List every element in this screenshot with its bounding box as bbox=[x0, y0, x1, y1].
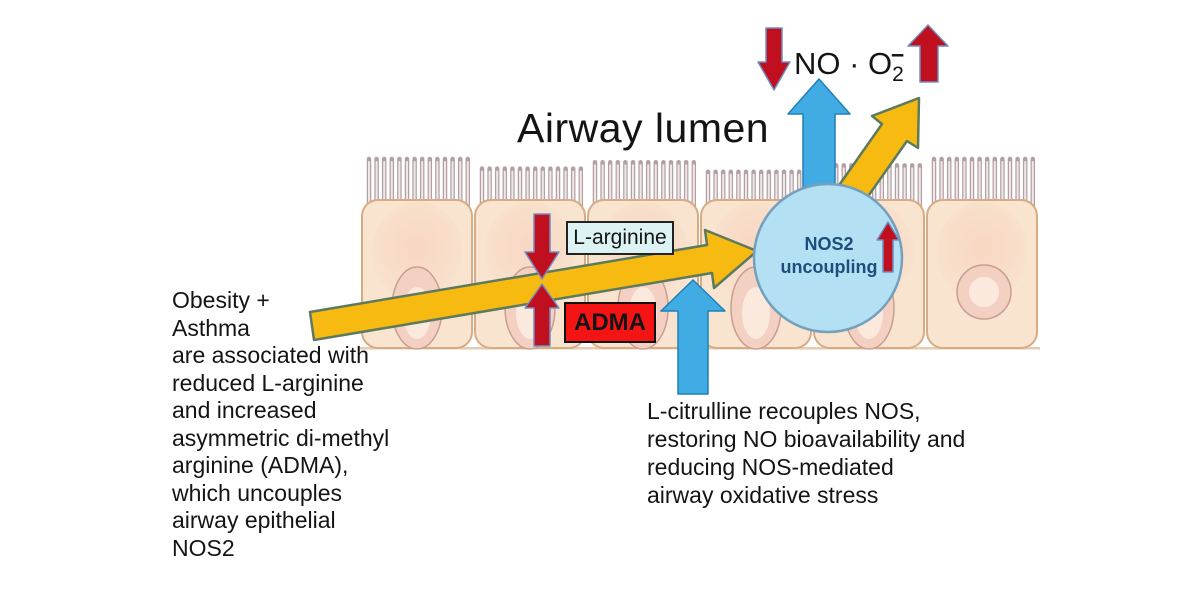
obesity-asthma-note: Obesity + Asthma are associated with red… bbox=[172, 287, 390, 561]
adma-up-arrow bbox=[524, 283, 560, 347]
l-arginine-down-arrow bbox=[524, 213, 560, 280]
l-citrulline-note: L-citrulline recouples NOS, restoring NO… bbox=[647, 398, 966, 508]
formula-base: NO · O bbox=[794, 46, 893, 81]
cell-cytoplasm-glow bbox=[372, 202, 462, 302]
superoxide-up-arrow bbox=[907, 24, 949, 83]
l-arginine-label: L-arginine bbox=[566, 221, 674, 255]
obesity-asthma-pathway-arrow bbox=[308, 228, 759, 342]
formula-subscript: 2 bbox=[892, 63, 904, 86]
l-citrulline-arrow bbox=[660, 279, 726, 395]
no-release-arrow bbox=[787, 78, 851, 193]
adma-label: ADMA bbox=[564, 302, 656, 343]
nos2-uncoupling-up-arrow bbox=[876, 221, 900, 273]
nos2-uncoupling-label: NOS2 uncoupling bbox=[780, 234, 878, 277]
cell-nucleus-core bbox=[969, 277, 999, 307]
nos2-uncoupling-circle bbox=[752, 182, 904, 334]
cell-nucleus-core bbox=[742, 287, 770, 339]
adma-label-text: ADMA bbox=[574, 308, 646, 336]
no-down-arrow bbox=[757, 27, 791, 91]
no-superoxide-formula: NO · O2− bbox=[794, 42, 904, 87]
l-arginine-label-text: L-arginine bbox=[573, 226, 667, 249]
airway-lumen-title: Airway lumen bbox=[517, 105, 770, 151]
formula-superscript: − bbox=[890, 42, 905, 68]
